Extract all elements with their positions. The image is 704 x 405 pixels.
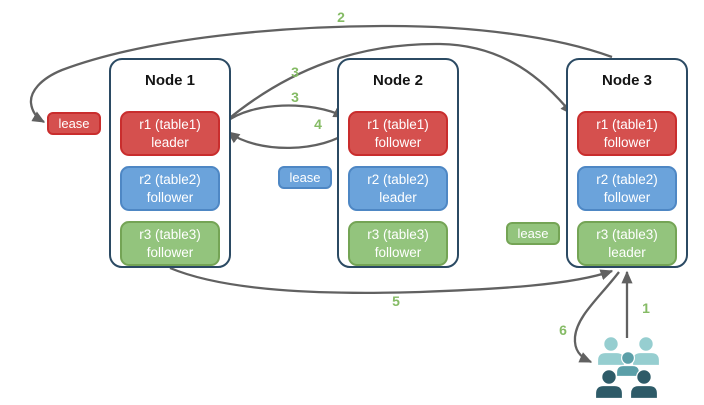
replica-name: r3 (table3) <box>139 226 201 242</box>
replica-role: leader <box>151 134 189 150</box>
lease-badge-green: lease <box>506 222 560 245</box>
replica-role: follower <box>374 134 422 150</box>
node-1-box: Node 1 r1 (table1) leader r2 (table2) fo… <box>109 58 231 268</box>
node-3-title: Node 3 <box>601 72 652 89</box>
node1-replica-r2: r2 (table2) follower <box>120 166 220 211</box>
node2-replica-r2: r2 (table2) leader <box>348 166 448 211</box>
replica-role: follower <box>146 244 194 260</box>
step-label-1: 1 <box>642 300 650 316</box>
step-label-2: 2 <box>337 9 345 25</box>
step-label-5: 5 <box>392 293 400 309</box>
replica-role: follower <box>374 244 422 260</box>
replica-name: r1 (table1) <box>139 116 201 132</box>
lease-badge-blue: lease <box>278 166 332 189</box>
replica-name: r1 (table1) <box>596 116 658 132</box>
replica-name: r3 (table3) <box>596 226 658 242</box>
arrow-step-3-replicate-to-node2 <box>225 104 347 123</box>
users-group-icon <box>594 336 661 400</box>
replica-role: leader <box>608 244 646 260</box>
node2-replica-r1: r1 (table1) follower <box>348 111 448 156</box>
node3-replica-r3: r3 (table3) leader <box>577 221 677 266</box>
replica-name: r3 (table3) <box>367 226 429 242</box>
node2-replica-r3: r3 (table3) follower <box>348 221 448 266</box>
arrow-step-4-ack <box>226 129 352 150</box>
arrow-step-5-forward <box>169 266 614 295</box>
step-label-3a: 3 <box>291 64 299 80</box>
step-label-4: 4 <box>314 116 322 132</box>
node-2-box: Node 2 r1 (table1) follower r2 (table2) … <box>337 58 459 268</box>
node1-replica-r1: r1 (table1) leader <box>120 111 220 156</box>
step-label-6: 6 <box>559 322 567 338</box>
replica-name: r1 (table1) <box>367 116 429 132</box>
replica-name: r2 (table2) <box>367 171 429 187</box>
step-label-3b: 3 <box>291 89 299 105</box>
node-3-box: Node 3 r1 (table1) follower r2 (table2) … <box>566 58 688 268</box>
node3-replica-r2: r2 (table2) follower <box>577 166 677 211</box>
replica-name: r2 (table2) <box>139 171 201 187</box>
node3-replica-r1: r1 (table1) follower <box>577 111 677 156</box>
replica-name: r2 (table2) <box>596 171 658 187</box>
node-2-title: Node 2 <box>372 72 423 89</box>
lease-badge-red: lease <box>47 112 101 135</box>
replica-role: leader <box>379 189 417 205</box>
replica-role: follower <box>603 134 651 150</box>
node1-replica-r3: r3 (table3) follower <box>120 221 220 266</box>
replica-role: follower <box>603 189 651 205</box>
node-1-title: Node 1 <box>144 72 195 89</box>
replica-role: follower <box>146 189 194 205</box>
